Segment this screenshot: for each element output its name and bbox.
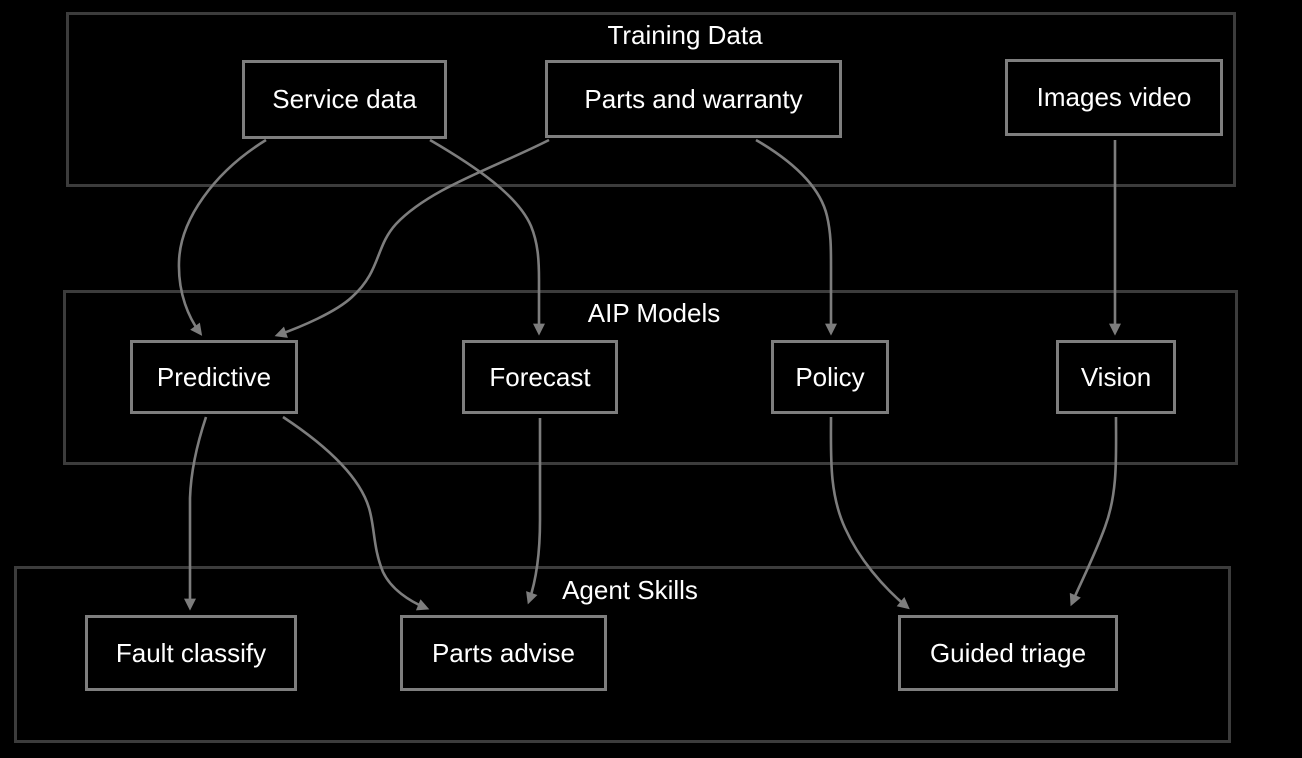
edge-service-data-to-forecast (429, 138, 545, 336)
node-parts-and-warranty: Parts and warranty (545, 60, 842, 138)
node-guided-triage: Guided triage (898, 615, 1118, 691)
node-fault-classify: Fault classify (85, 615, 297, 691)
cluster-agent-skills (14, 566, 1231, 743)
node-service-data: Service data (242, 60, 447, 139)
edge-forecast-to-parts-advise (526, 418, 542, 605)
edge-parts-warranty-to-predictive (274, 138, 550, 338)
node-vision: Vision (1056, 340, 1176, 414)
edge-policy-to-guided-triage (829, 416, 910, 610)
edge-predictive-to-fault-classify (184, 416, 208, 611)
node-forecast: Forecast (462, 340, 618, 414)
edge-parts-warranty-to-policy (755, 138, 837, 336)
cluster-label-training-data: Training Data (607, 20, 763, 50)
edge-vision-to-guided-triage (1069, 416, 1118, 607)
node-policy: Policy (771, 340, 889, 414)
edge-service-data-to-predictive (177, 138, 267, 336)
cluster-label-aip-models: AIP Models (587, 298, 721, 328)
node-predictive: Predictive (130, 340, 298, 414)
node-parts-advise: Parts advise (400, 615, 607, 691)
cluster-training-data (66, 12, 1236, 187)
edge-predictive-to-parts-advise (282, 415, 430, 611)
cluster-label-agent-skills: Agent Skills (562, 575, 698, 605)
node-images-video: Images video (1005, 59, 1223, 136)
cluster-aip-models (63, 290, 1238, 465)
